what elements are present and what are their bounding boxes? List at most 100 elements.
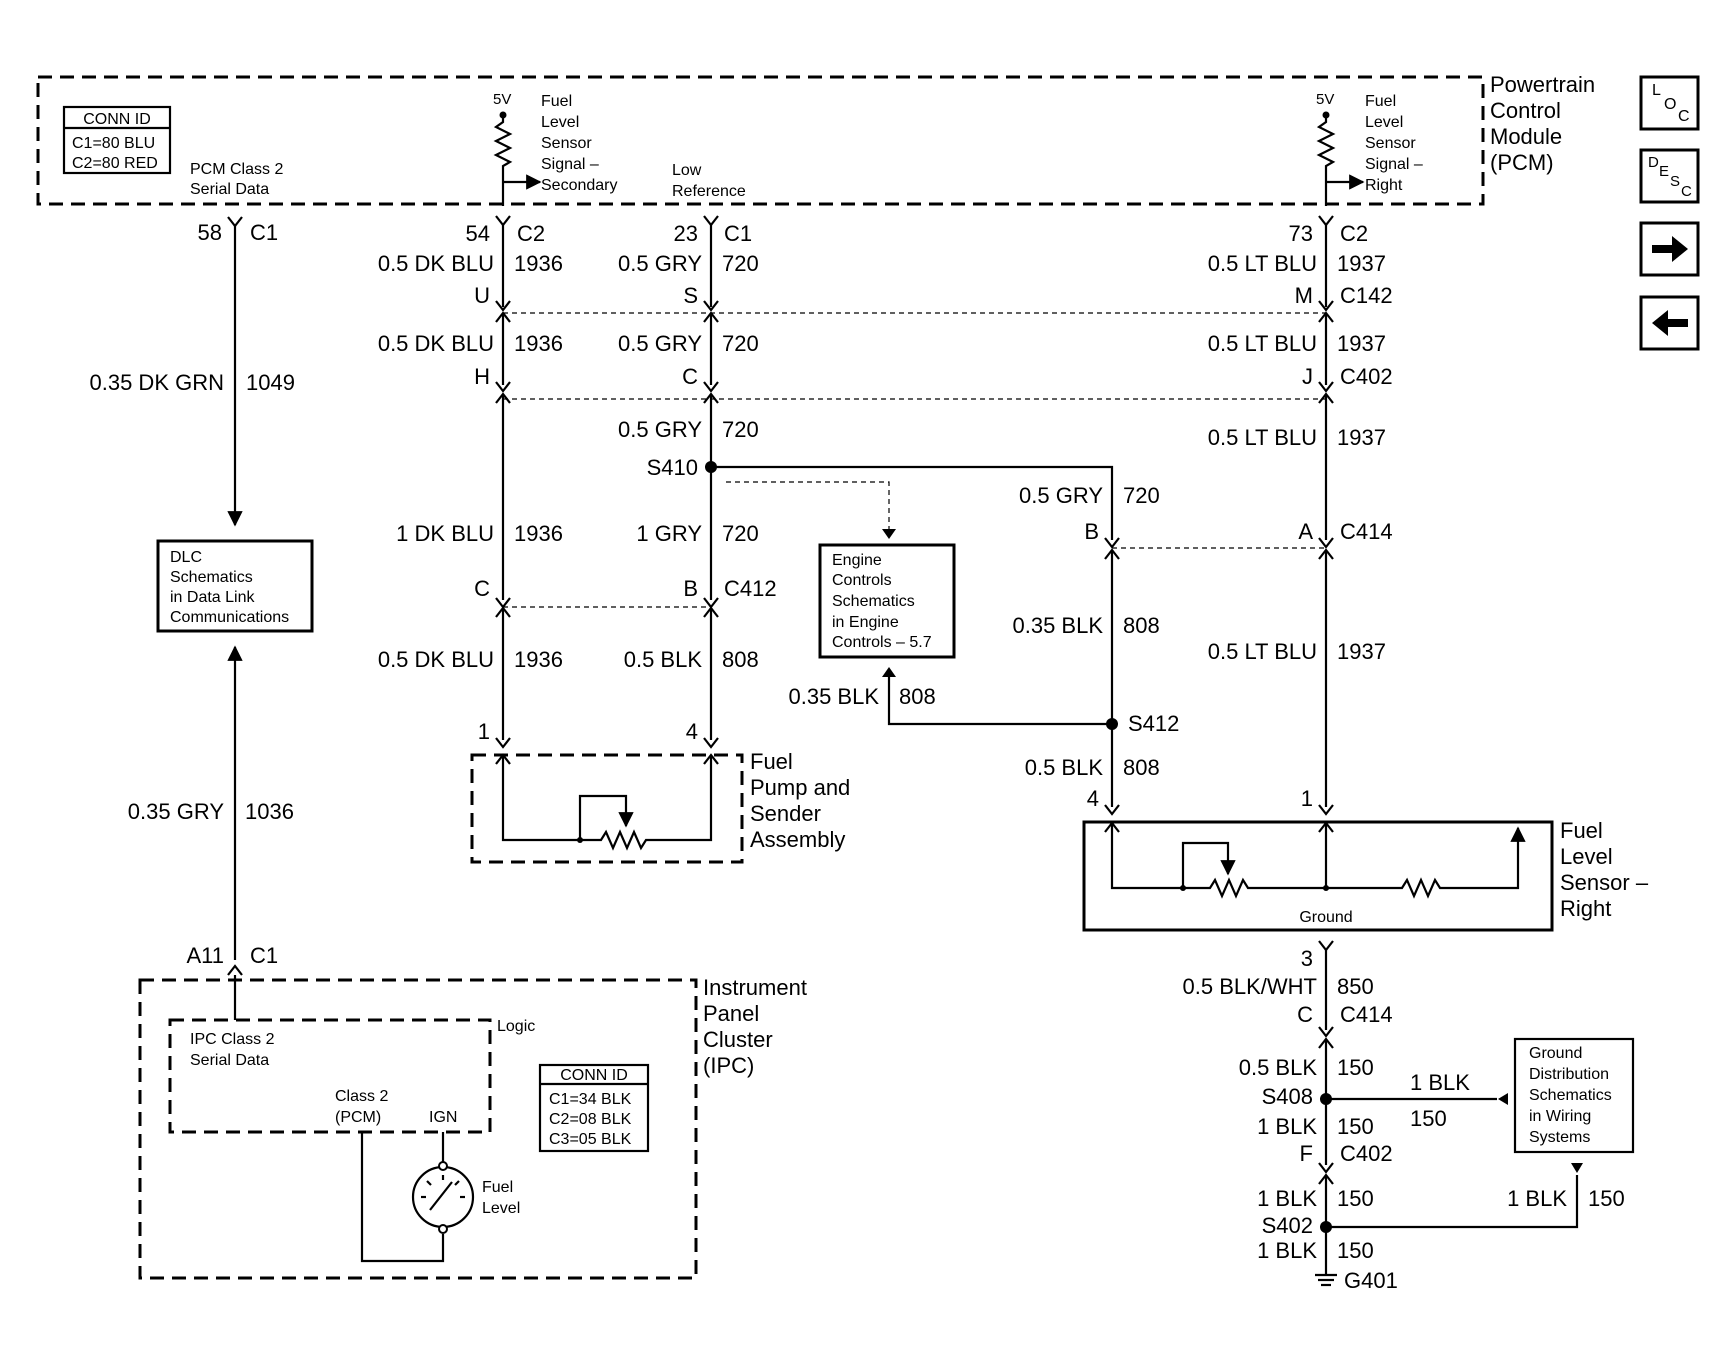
pin-label: H: [474, 364, 490, 389]
pcm-name: Powertrain Control Module (PCM): [1490, 72, 1595, 175]
reference-arrow-icon: [1498, 1093, 1508, 1105]
pcm-class2-label: PCM Class 2: [190, 161, 283, 178]
dlc-reference-box[interactable]: DLC Schematics in Data Link Communicatio…: [156, 539, 314, 633]
conn-id-line: C3=05 BLK: [549, 1131, 632, 1148]
wire-color-label: 0.5 DK BLU: [378, 251, 494, 276]
circuit-number: 1936: [514, 251, 563, 276]
pcm-conn-id-table: CONN ID C1=80 BLU C2=80 RED: [62, 105, 172, 175]
sensor-right-box: [1082, 820, 1554, 932]
wire-color-label: 1 BLK: [1507, 1186, 1567, 1211]
circuit-number: 1036: [245, 799, 294, 824]
engine-controls-reference-box[interactable]: Engine Controls Schematics in Engine Con…: [818, 543, 956, 659]
dlc-label: Communications: [170, 609, 289, 626]
wire-color-label: 0.5 GRY: [618, 331, 702, 356]
wire-color-label: 0.5 DK BLU: [378, 331, 494, 356]
circuit-number: 808: [1123, 613, 1160, 638]
circuit-number: 1049: [246, 370, 295, 395]
circuit-number: 808: [899, 684, 936, 709]
splice-label: S412: [1128, 711, 1179, 736]
circuit-1036: 0.35 GRY 1036 A11 C1: [128, 645, 294, 976]
ground-distribution-reference-box[interactable]: Ground Distribution Schematics in Wiring…: [1513, 1037, 1635, 1154]
pcm-name-line: Control: [1490, 98, 1561, 123]
reference-arrow-icon: [882, 667, 896, 677]
low-ref-label: Low: [672, 162, 702, 179]
pin-label: A: [1298, 519, 1313, 544]
nav-buttons: L O C D E S C: [1639, 75, 1700, 351]
circuit-number: 1937: [1337, 639, 1386, 664]
fuel-level-sensor-right: Ground Fuel Level Sensor – Right: [1082, 818, 1649, 932]
conn-id-title: CONN ID: [560, 1067, 628, 1084]
pin-label: 54: [466, 221, 490, 246]
5v-label: 5V: [493, 91, 511, 108]
next-arrow-button[interactable]: [1639, 221, 1700, 277]
pin-label: C: [474, 576, 490, 601]
sensor-label: Fuel: [1365, 93, 1396, 110]
splice-label: S410: [647, 455, 698, 480]
dlc-label: Schematics: [170, 569, 253, 586]
pin-label: 73: [1289, 221, 1313, 246]
connector-label: C414: [1340, 519, 1393, 544]
fuel-pump-sender-assembly: Fuel Pump and Sender Assembly: [470, 749, 850, 864]
ground-label: Ground: [1299, 909, 1352, 926]
ipc-conn-id-table: CONN ID C1=34 BLK C2=08 BLK C3=05 BLK: [538, 1063, 650, 1153]
pin-label: F: [1300, 1141, 1313, 1166]
fuel-pump-boundary: [470, 753, 744, 864]
ipc-name-line: Instrument: [703, 975, 807, 1000]
wire-color-label: 0.5 BLK: [624, 647, 703, 672]
connector-label: C1: [250, 220, 278, 245]
wire-color-label: 0.5 GRY: [618, 251, 702, 276]
loc-letter: L: [1652, 82, 1661, 99]
wire-color-label: 0.5 GRY: [1019, 483, 1103, 508]
connector-label: C412: [724, 576, 777, 601]
prev-arrow-button[interactable]: [1639, 295, 1700, 351]
conn-id-line: C1=80 BLU: [72, 135, 155, 152]
circuit-number: 720: [722, 251, 759, 276]
terminal-label: 1: [478, 719, 490, 744]
wire-color-label: 0.35 BLK: [1012, 613, 1103, 638]
sensor-label: Signal –: [1365, 156, 1423, 173]
desc-letter: E: [1659, 163, 1669, 180]
ipc-name-line: Panel: [703, 1001, 759, 1026]
circuit-1049: 58 C1 0.35 DK GRN 1049: [90, 216, 295, 527]
desc-button[interactable]: D E S C: [1639, 148, 1700, 204]
wire-color-label: 0.5 LT BLU: [1208, 639, 1317, 664]
wire-color-label: 1 BLK: [1257, 1186, 1317, 1211]
pin-label: 23: [674, 221, 698, 246]
loc-letter: O: [1664, 96, 1676, 113]
engine-controls-label: Schematics: [832, 593, 915, 610]
loc-button[interactable]: L O C: [1639, 75, 1700, 131]
low-ref-label: Reference: [672, 183, 746, 200]
wire-color-label: 1 GRY: [636, 521, 702, 546]
sensor-label: Right: [1365, 177, 1403, 194]
terminal-label: 4: [686, 719, 698, 744]
ipc-class2-label: Serial Data: [190, 1052, 269, 1069]
ground-dist-label: Ground: [1529, 1045, 1582, 1062]
pin-label: M: [1295, 283, 1313, 308]
desc-letter: D: [1648, 154, 1659, 171]
ipc-boundary: [138, 978, 698, 1280]
wire-color-label: 1 BLK: [1410, 1070, 1470, 1095]
class2-pcm-label: Class 2: [335, 1088, 388, 1105]
dlc-label: in Data Link: [170, 589, 255, 606]
conn-id-title: CONN ID: [83, 111, 151, 128]
fuel-pump-name-line: Fuel: [750, 749, 793, 774]
pcm-boundary: [36, 75, 1485, 206]
sensor-right-name-line: Right: [1560, 896, 1611, 921]
branch-808: 0.35 BLK 808 0.35 BLK 808 S412 0.5 BLK 8…: [788, 613, 1179, 816]
wire-color-label: 0.5 LT BLU: [1208, 425, 1317, 450]
sensor-label: Level: [1365, 114, 1403, 131]
circuit-1937: 73 C2 0.5 LT BLU 1937 M C142 0.5 LT BLU …: [1208, 215, 1393, 816]
pcm-module: Powertrain Control Module (PCM) CONN ID …: [36, 72, 1595, 206]
sensor-label: Sensor: [1365, 135, 1416, 152]
fuel-level-label: Level: [482, 1200, 520, 1217]
pin-label: C: [682, 364, 698, 389]
pull-up-resistor-secondary: 5V Fuel Level Sensor Signal – Secondary: [493, 91, 618, 206]
reference-arrow-icon: [882, 529, 896, 539]
pin-label: U: [474, 283, 490, 308]
connector-label: C402: [1340, 1141, 1393, 1166]
ground-dist-label: Systems: [1529, 1129, 1590, 1146]
circuit-number: 720: [1123, 483, 1160, 508]
circuit-number: 150: [1337, 1238, 1374, 1263]
wire-color-label: 0.5 DK BLU: [378, 647, 494, 672]
circuit-number: 808: [722, 647, 759, 672]
